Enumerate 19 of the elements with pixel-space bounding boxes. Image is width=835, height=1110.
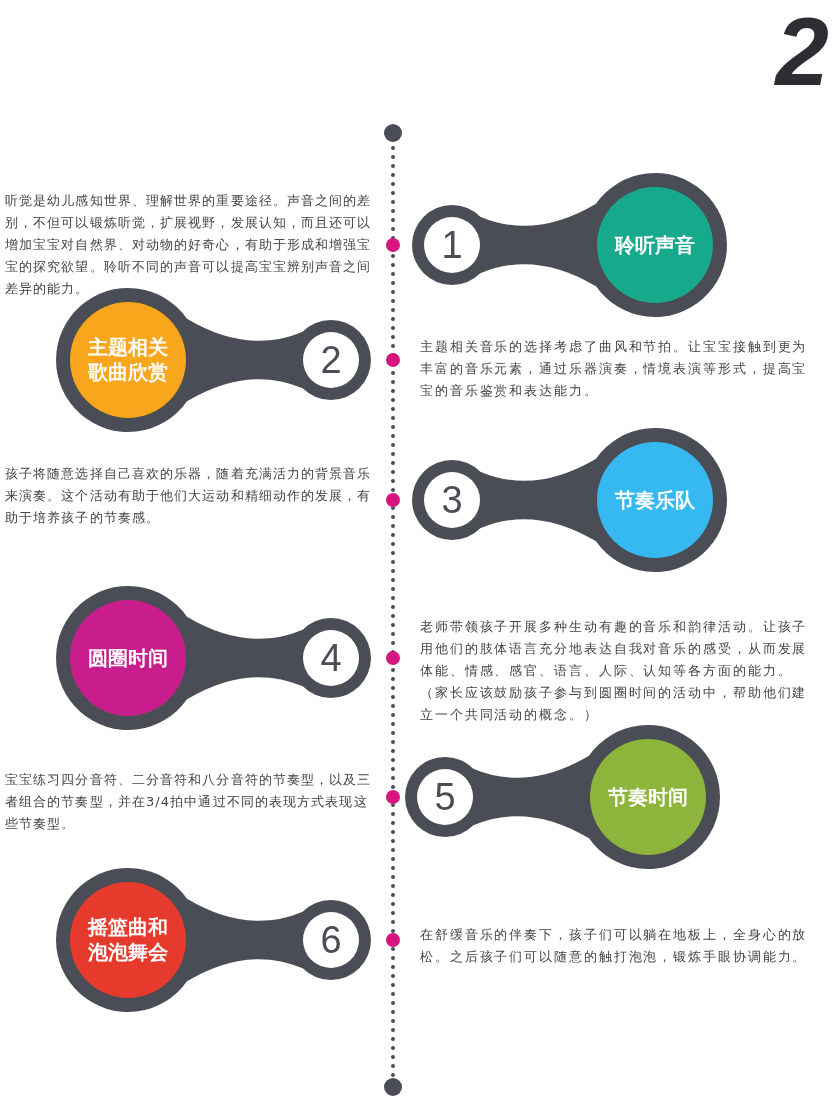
topic-title: 主题相关歌曲欣赏 (86, 334, 169, 386)
topic-title: 节奏乐队 (614, 486, 696, 514)
step-number: 5 (433, 774, 457, 820)
step-number: 4 (319, 635, 343, 681)
description-text: 孩子将随意选择自己喜欢的乐器，随着充满活力的背景音乐来演奏。这个活动有助于他们大运动和精细动作的发展，有助于培养孩子的节奏感。 (5, 465, 373, 527)
description-text: 听觉是幼儿感知世界、理解世界的重要途径。声音之间的差别，不但可以锻炼听觉，扩展视野，发展认知，而且还可以增加宝宝对自然界、对动物的好奇心，有助于形成和增强宝宝的探究欲望。聆听不同的声音可以提高宝宝辨别声音之间差异的能力。 (5, 192, 373, 298)
topic-title: 摇篮曲和泡泡舞会 (86, 914, 169, 966)
step-number: 1 (440, 222, 464, 268)
topic-title: 节奏时间 (607, 783, 689, 811)
step-number: 3 (440, 477, 464, 523)
description-text: 宝宝练习四分音符、二分音符和八分音符的节奏型，以及三者组合的节奏型，并在3/4拍中通过不同的表现方式表现这些节奏型。 (5, 771, 373, 833)
page-number: 2 (775, 4, 829, 100)
topic-title: 聆听声音 (613, 231, 696, 259)
topic-title: 圆圈时间 (87, 644, 169, 672)
description-text: 在舒缓音乐的伴奏下，孩子们可以躺在地板上，全身心的放松。之后孩子们可以随意的触打泡泡，锻炼手眼协调能力。 (420, 926, 809, 966)
description-text: 老师带领孩子开展多种生动有趣的音乐和韵律活动。让孩子用他们的肢体语言充分地表达自我对音乐的感受，从而发展体能、情感、感官、语言、人际、认知等各方面的能力。（家长应该鼓励孩子参与到圆圈时间的活动中，帮助他们建立一个共同活动的概念。） (420, 618, 809, 724)
step-number: 6 (319, 917, 343, 963)
description-text: 主题相关音乐的选择考虑了曲风和节拍。让宝宝接触到更为丰富的音乐元素，通过乐器演奏，情境表演等形式，提高宝宝的音乐鉴赏和表达能力。 (420, 338, 809, 400)
step-number: 2 (319, 337, 343, 383)
